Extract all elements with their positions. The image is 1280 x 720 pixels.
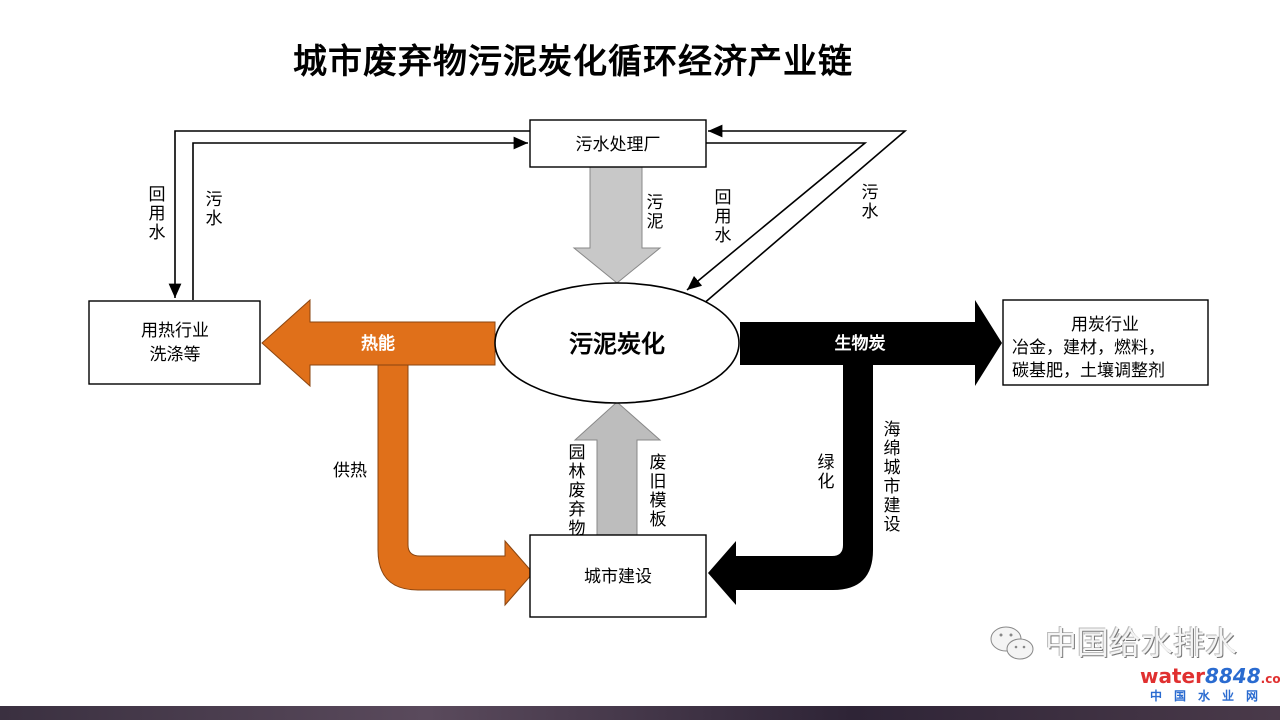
sludge-arrow — [572, 166, 662, 284]
brand-part-a: water — [1140, 664, 1205, 688]
sewage-left-line — [192, 136, 528, 300]
urban-construction-box — [529, 534, 707, 618]
greening-arrow — [708, 365, 873, 605]
watermark-text: 中国给水排水 — [1045, 624, 1238, 662]
wastewater-plant-label: 污水处理厂 — [576, 135, 661, 155]
carbon-industry-label-2: 冶金，建材，燃料， — [1012, 338, 1165, 358]
brand-subtitle: 中国水业网 — [1150, 689, 1271, 703]
carbon-industry-box — [1002, 299, 1209, 386]
sponge-city-label: 海绵城市建设 — [884, 420, 901, 535]
heat-supply-arrow — [377, 364, 534, 607]
heat-industry-box — [88, 300, 261, 385]
sludge-label: 污泥 — [647, 193, 664, 232]
reclaimed-water-left-label: 回用水 — [149, 185, 166, 243]
heat-industry-label-2: 洗涤等 — [150, 345, 201, 365]
heat-energy-label: 热能 — [361, 333, 395, 354]
sewage-left-label: 污水 — [206, 190, 223, 229]
bottom-decor-strip — [0, 706, 1280, 720]
greening-label: 绿化 — [818, 453, 835, 492]
wastewater-plant-box — [529, 119, 707, 168]
sewage-right-label: 污水 — [862, 183, 879, 222]
garden-waste-label: 园林废弃物 — [569, 443, 586, 539]
reclaimed-water-right-line — [686, 142, 868, 291]
waste-input-arrow — [573, 401, 662, 536]
reclaimed-water-left-line — [168, 130, 530, 298]
heat-industry-label-1: 用热行业 — [141, 321, 209, 341]
carbonization-label: 污泥炭化 — [569, 330, 665, 358]
carbonization-node — [494, 282, 740, 404]
brand-part-b: 8848 — [1204, 664, 1261, 688]
heat-supply-label: 供热 — [333, 461, 367, 481]
sewage-right-line — [701, 124, 908, 306]
carbon-industry-label-3: 碳基肥，土壤调整剂 — [1012, 360, 1165, 381]
brand-logo: water8848.com — [1140, 664, 1280, 691]
carbon-industry-label-1: 用炭行业 — [1071, 315, 1139, 335]
reclaimed-water-right-label: 回用水 — [715, 188, 732, 246]
old-formwork-label: 废旧模板 — [650, 453, 667, 530]
heat-energy-arrow — [261, 298, 496, 388]
wechat-icon — [990, 626, 1034, 660]
diagram-title: 城市废弃物污泥炭化循环经济产业链 — [293, 42, 853, 82]
brand-domain: .com — [1260, 672, 1280, 686]
urban-construction-label: 城市建设 — [584, 567, 652, 587]
biochar-arrow — [740, 300, 1002, 386]
biochar-label: 生物炭 — [835, 333, 886, 354]
